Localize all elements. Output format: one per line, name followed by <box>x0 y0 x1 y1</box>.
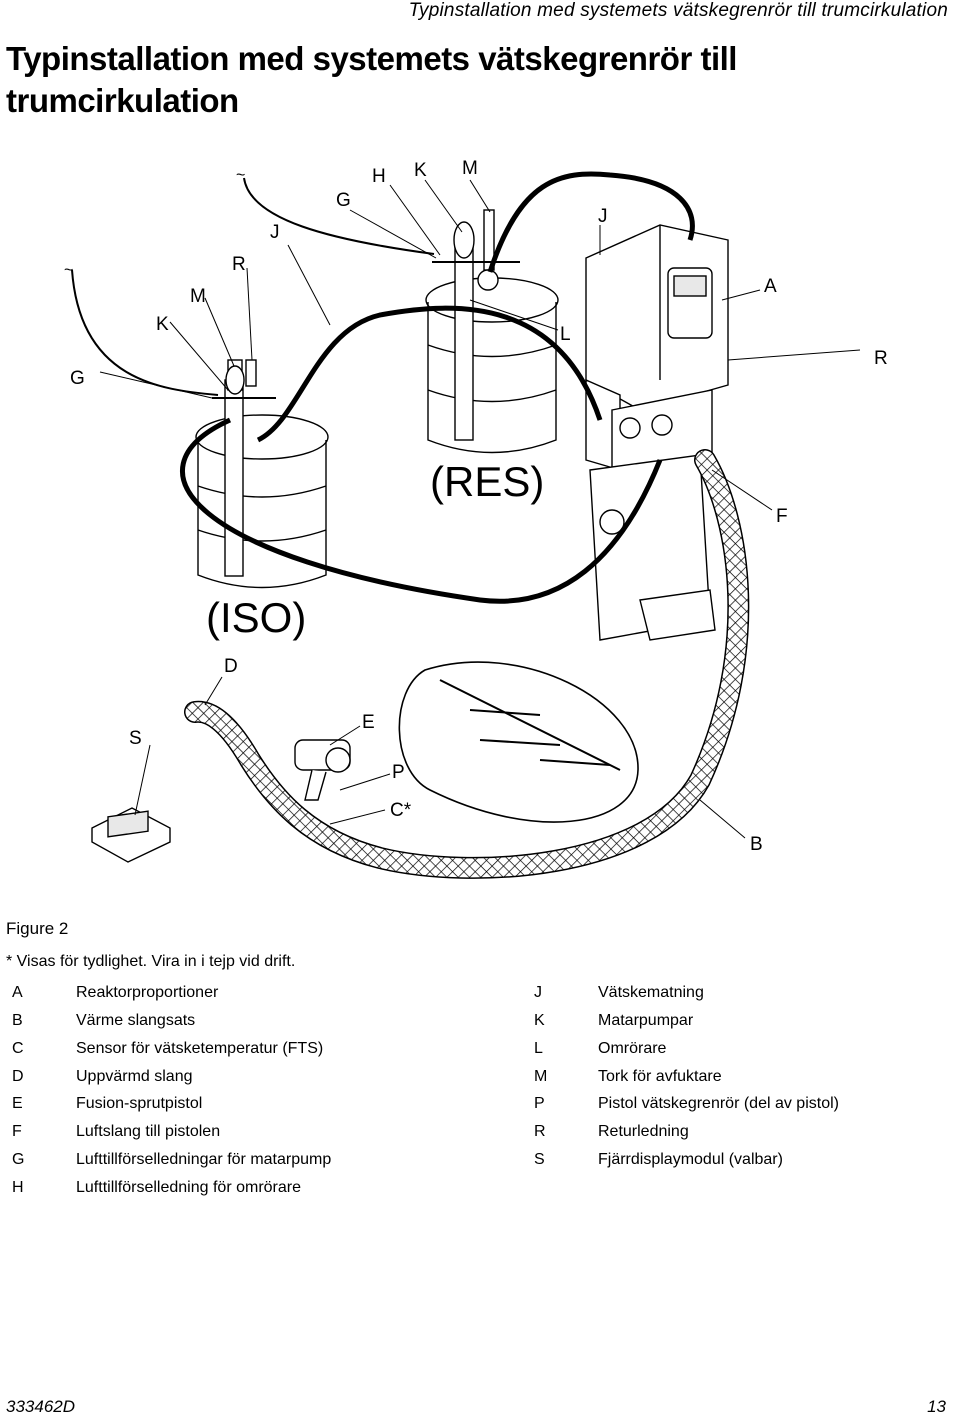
callout-b: B <box>750 834 763 855</box>
running-header: Typinstallation med systemets vätskegren… <box>408 0 948 21</box>
res-drum-label: (RES) <box>430 458 544 505</box>
callout-g-top: G <box>336 190 351 211</box>
callout-k: K <box>156 314 169 335</box>
callout-e: E <box>362 712 375 733</box>
callout-l: L <box>560 324 571 345</box>
callout-m-top: M <box>462 158 478 179</box>
callout-j-right: J <box>598 206 608 227</box>
page-number: 13 <box>927 1397 946 1416</box>
callout-c: C* <box>390 800 412 821</box>
leader-lines <box>99 179 861 839</box>
callout-s: S <box>129 728 142 749</box>
reactor-proportioner <box>585 224 729 641</box>
callout-p: P <box>392 762 405 783</box>
callout-r-right: R <box>874 348 888 369</box>
figure-caption: Figure 2 <box>6 919 69 938</box>
page-title: Typinstallation med systemets vätskegren… <box>6 40 737 119</box>
callout-g: G <box>70 368 85 389</box>
figure-note: * Visas för tydlighet. Vira in i tejp vi… <box>6 953 296 970</box>
svg-text:~: ~ <box>236 167 245 184</box>
callout-k-top: K <box>414 160 427 181</box>
installation-figure: ~ ~ <box>64 158 888 879</box>
document-number: 333462D <box>6 1397 76 1416</box>
callout-d: D <box>224 656 238 677</box>
line-break-marks: ~ ~ <box>64 167 245 279</box>
svg-text:~: ~ <box>64 262 73 279</box>
air-lines <box>71 177 435 396</box>
callout-j: J <box>270 222 280 243</box>
iso-drum-label: (ISO) <box>206 594 306 641</box>
callout-f: F <box>776 506 788 527</box>
callout-h: H <box>372 166 386 187</box>
fusion-spray-gun <box>294 739 351 801</box>
remote-display-module <box>91 807 171 863</box>
gun-manifold-detail <box>398 661 639 823</box>
fluid-lines <box>180 171 695 604</box>
callout-m: M <box>190 286 206 307</box>
callout-r: R <box>232 254 246 275</box>
callout-a: A <box>764 276 777 297</box>
